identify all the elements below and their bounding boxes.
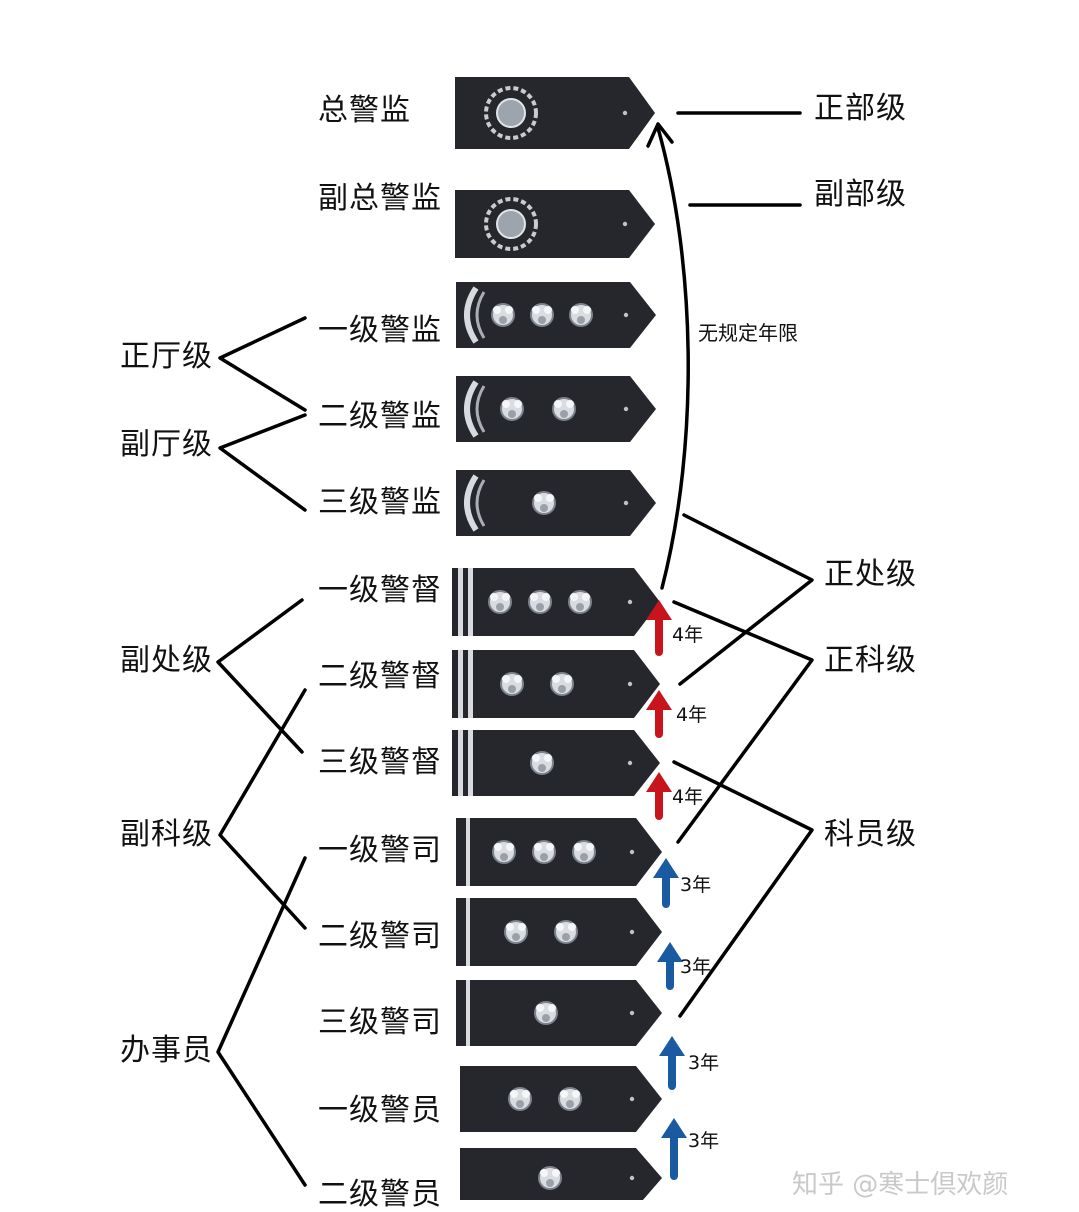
rank-star-icon	[569, 303, 593, 327]
shoulder-board	[456, 470, 656, 536]
no-limit-arrowhead	[646, 122, 674, 148]
promotion-arrow-icon	[661, 1118, 687, 1180]
shoulder-board	[456, 898, 662, 966]
promotion-arrow-icon	[659, 1036, 685, 1090]
watermark: 知乎 @寒士倶欢颜	[792, 1170, 1009, 1200]
futing-connector	[218, 413, 307, 512]
shoulder-board	[452, 650, 660, 718]
banshiyuan-connector	[216, 856, 307, 1187]
silver-stripe-icon	[466, 980, 470, 1046]
zhengke-connector	[672, 600, 814, 844]
rank-label-erjijingdu: 二级警督	[318, 659, 442, 694]
rank-star-icon	[552, 397, 576, 421]
rank-star-icon	[504, 920, 528, 944]
rank-star-icon	[558, 1087, 582, 1111]
level-fuchu: 副处级	[120, 643, 213, 678]
silver-stripe-icon	[466, 818, 470, 886]
laurel-leaf-icon	[464, 474, 486, 532]
rank-star-icon	[550, 672, 574, 696]
laurel-leaf-icon	[464, 380, 486, 438]
rank-label-sanjijingjian: 三级警监	[318, 485, 442, 520]
level-fubu: 副部级	[814, 177, 907, 212]
rank-label-yijijingyuan: 一级警员	[318, 1093, 442, 1128]
level-zhengke: 正科级	[824, 643, 917, 678]
rank-star-icon	[554, 920, 578, 944]
promotion-arrow-icon	[653, 858, 679, 908]
year-label-3: 4年	[672, 786, 704, 808]
rank-label-yijijingdu: 一级警督	[318, 573, 442, 608]
shoulder-board	[455, 77, 655, 149]
zhengting-connector	[218, 316, 307, 412]
shoulder-board	[456, 376, 656, 442]
laurel-leaf-icon	[464, 286, 486, 344]
rank-star-icon	[500, 672, 524, 696]
rank-star-icon	[491, 303, 515, 327]
year-label-7: 3年	[688, 1130, 720, 1152]
level-zhengbu: 正部级	[814, 91, 907, 126]
shoulder-board	[452, 568, 660, 636]
rank-label-erjijingsi: 二级警司	[318, 919, 442, 954]
shoulder-board	[455, 190, 655, 258]
rank-star-icon	[492, 840, 516, 864]
rank-label-sanjijingsi: 三级警司	[318, 1005, 442, 1040]
rank-star-icon	[538, 1166, 562, 1190]
year-label-4: 3年	[680, 874, 712, 896]
rank-star-icon	[508, 1087, 532, 1111]
rank-star-icon	[528, 590, 552, 614]
year-label-5: 3年	[680, 956, 712, 978]
keyuan-connector	[672, 760, 814, 1018]
fuchu-connector	[216, 598, 304, 754]
rank-star-icon	[500, 397, 524, 421]
silver-stripes-icon	[458, 568, 473, 636]
fuke-connector	[218, 688, 307, 930]
rank-star-icon	[572, 840, 596, 864]
rank-label-erjijingjian: 二级警监	[318, 399, 442, 434]
shoulder-board	[460, 1066, 662, 1132]
promotion-arrow-icon	[646, 772, 672, 820]
police-emblem-icon	[484, 86, 538, 140]
rank-label-yijijingsi: 一级警司	[318, 833, 442, 868]
year-label-1: 4年	[672, 624, 704, 646]
level-futing: 副厅级	[120, 427, 213, 462]
level-zhengchu: 正处级	[824, 557, 917, 592]
rank-star-icon	[568, 590, 592, 614]
promotion-arrow-icon	[646, 690, 672, 738]
rank-star-icon	[488, 590, 512, 614]
shoulder-board	[460, 1148, 662, 1200]
silver-stripes-icon	[458, 730, 473, 796]
promotion-arrow-icon	[646, 600, 672, 656]
year-label-6: 3年	[688, 1052, 720, 1074]
year-label-2: 4年	[676, 704, 708, 726]
zhengchu-connector	[678, 513, 814, 686]
rank-star-icon	[530, 751, 554, 775]
rank-label-fuzongjingjian: 副总警监	[318, 181, 442, 216]
no-limit-label: 无规定年限	[698, 321, 798, 345]
promotion-arrow-icon	[657, 942, 683, 990]
rank-star-icon	[534, 1001, 558, 1025]
rank-label-yijijingjian: 一级警监	[318, 313, 442, 348]
rank-star-icon	[532, 840, 556, 864]
rank-label-zongjingjian: 总警监	[318, 93, 411, 128]
rank-label-erjijingyuan: 二级警员	[318, 1177, 442, 1212]
silver-stripes-icon	[458, 650, 473, 718]
rank-star-icon	[530, 303, 554, 327]
level-banshiyuan: 办事员	[120, 1033, 213, 1068]
shoulder-board	[456, 282, 656, 348]
shoulder-board	[456, 980, 662, 1046]
level-fuke: 副科级	[120, 817, 213, 852]
level-keyuan: 科员级	[824, 817, 917, 852]
rank-star-icon	[532, 491, 556, 515]
shoulder-board	[456, 818, 662, 886]
rank-label-sanjijingdu: 三级警督	[318, 745, 442, 780]
silver-stripe-icon	[466, 898, 470, 966]
no-limit-curve-arrow	[656, 126, 690, 590]
shoulder-board	[452, 730, 660, 796]
police-emblem-icon	[484, 197, 538, 251]
level-zhengting: 正厅级	[120, 339, 213, 374]
